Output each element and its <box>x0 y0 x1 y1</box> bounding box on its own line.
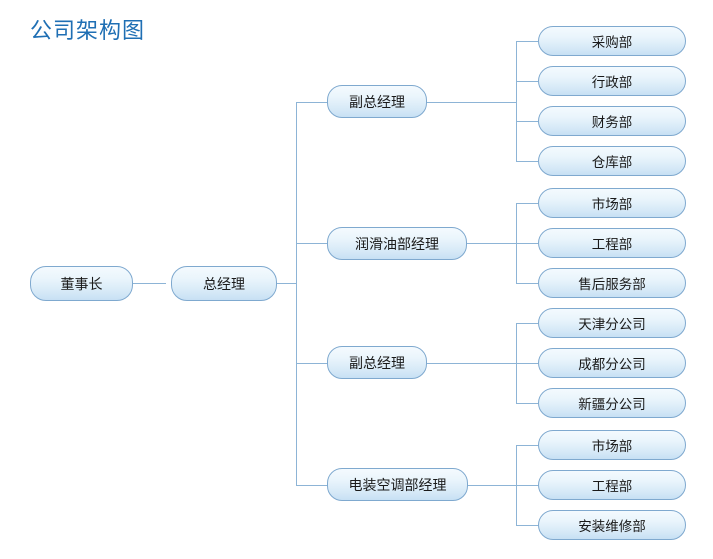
connector-bus2-leaf-3 <box>516 283 538 284</box>
connector-trunk-to-manager-3 <box>296 363 327 364</box>
connector-gm-to-trunk <box>277 283 296 284</box>
connector-bus1-leaf-3 <box>516 121 538 122</box>
connector-bus3-leaf-1 <box>516 323 538 324</box>
connector-trunk-to-manager-2 <box>296 243 327 244</box>
node-department-4-1[interactable]: 市场部 <box>538 430 686 460</box>
connector-manager-3-to-bus <box>427 363 517 364</box>
connector-bus3-leaf-3 <box>516 403 538 404</box>
connector-bus3-leaf-2 <box>516 363 538 364</box>
node-department-1-1[interactable]: 采购部 <box>538 26 686 56</box>
node-department-3-1[interactable]: 天津分公司 <box>538 308 686 338</box>
main-trunk-line <box>296 102 297 486</box>
connector-manager-1-to-bus <box>427 102 517 103</box>
connector-bus4-leaf-1 <box>516 445 538 446</box>
node-manager-1[interactable]: 副总经理 <box>327 85 427 118</box>
connector-manager-2-to-bus <box>467 243 517 244</box>
node-chairman[interactable]: 董事长 <box>30 266 133 301</box>
node-department-4-3[interactable]: 安装维修部 <box>538 510 686 540</box>
node-department-2-2[interactable]: 工程部 <box>538 228 686 258</box>
node-department-1-3[interactable]: 财务部 <box>538 106 686 136</box>
connector-manager-4-to-bus <box>468 485 517 486</box>
connector-bus1-leaf-1 <box>516 41 538 42</box>
node-department-3-2[interactable]: 成都分公司 <box>538 348 686 378</box>
node-manager-3[interactable]: 副总经理 <box>327 346 427 379</box>
node-department-2-1[interactable]: 市场部 <box>538 188 686 218</box>
node-department-4-2[interactable]: 工程部 <box>538 470 686 500</box>
page-title: 公司架构图 <box>30 19 146 44</box>
connector-bus1-leaf-4 <box>516 161 538 162</box>
connector-bus2-leaf-1 <box>516 203 538 204</box>
node-department-1-4[interactable]: 仓库部 <box>538 146 686 176</box>
node-manager-4[interactable]: 电装空调部经理 <box>327 468 468 501</box>
connector-root-to-gm <box>133 283 166 284</box>
node-general-manager[interactable]: 总经理 <box>171 266 277 301</box>
sub-bus-1 <box>516 41 517 162</box>
node-department-2-3[interactable]: 售后服务部 <box>538 268 686 298</box>
connector-bus4-leaf-2 <box>516 485 538 486</box>
connector-bus1-leaf-2 <box>516 81 538 82</box>
connector-trunk-to-manager-1 <box>296 102 327 103</box>
node-manager-2[interactable]: 润滑油部经理 <box>327 227 467 260</box>
node-department-3-3[interactable]: 新疆分公司 <box>538 388 686 418</box>
node-department-1-2[interactable]: 行政部 <box>538 66 686 96</box>
connector-bus2-leaf-2 <box>516 243 538 244</box>
connector-bus4-leaf-3 <box>516 525 538 526</box>
connector-trunk-to-manager-4 <box>296 485 327 486</box>
